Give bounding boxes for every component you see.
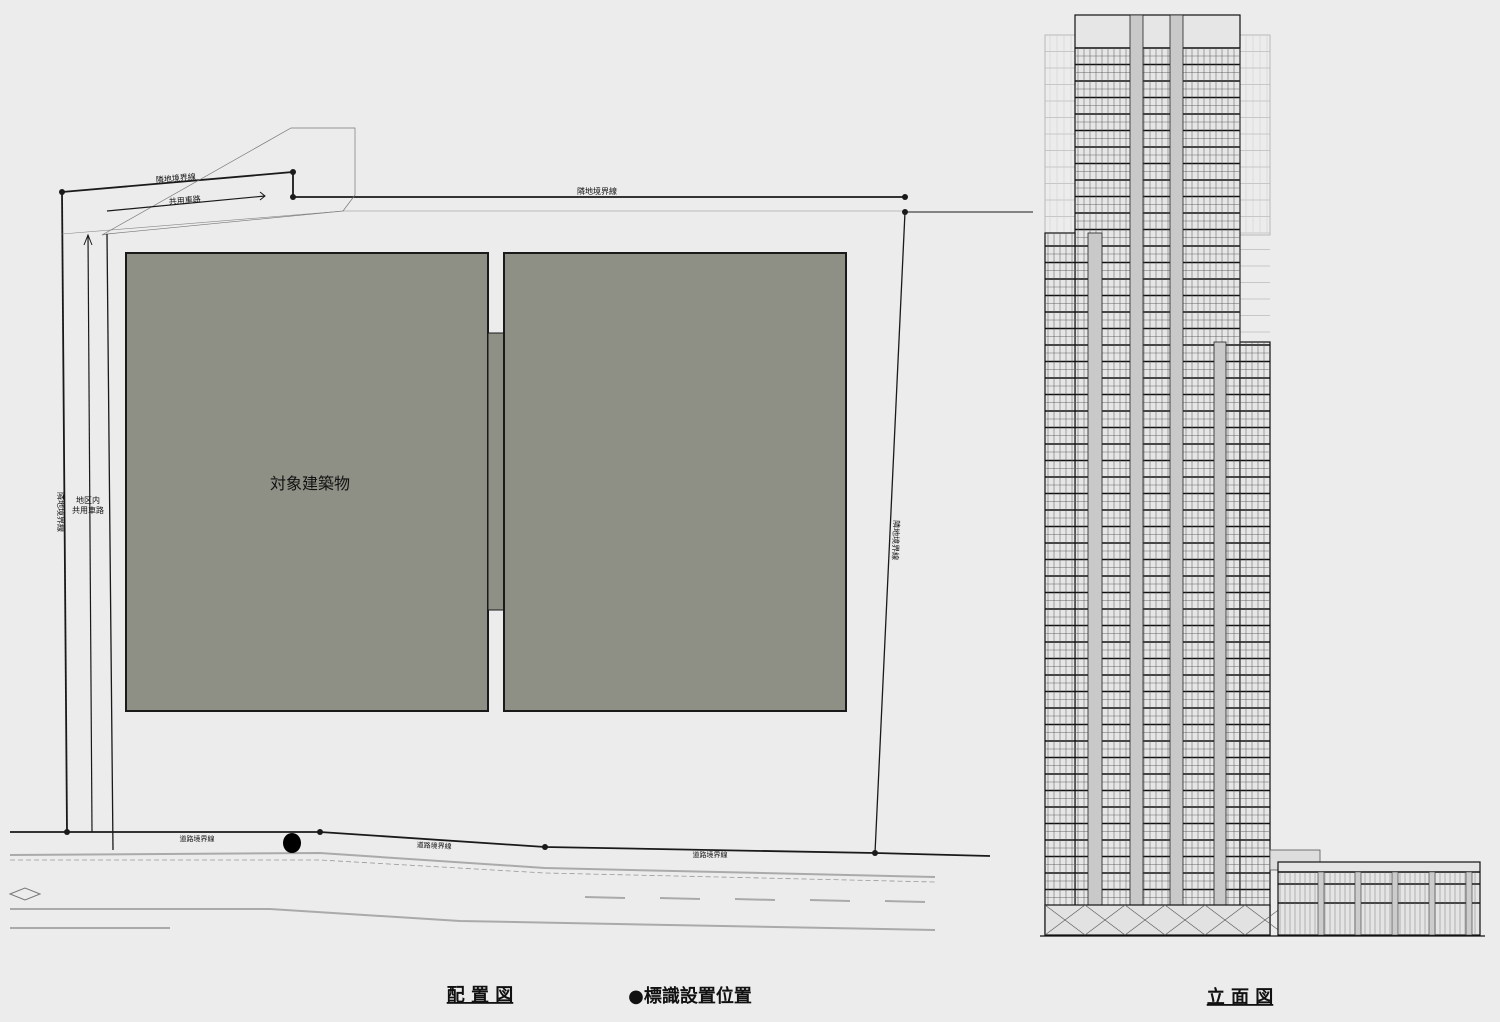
elevation-title: 立 面 図 [1207, 986, 1274, 1008]
sign-location-marker [283, 833, 301, 853]
base-brace [1044, 904, 1086, 936]
road-boundary-label-3: 道路境界線 [693, 850, 728, 859]
base-brace [1164, 904, 1206, 936]
tower-core [1074, 14, 1241, 936]
road-boundary-label-1: 道路境界線 [180, 834, 215, 843]
podium-column [1317, 871, 1325, 936]
legend-sign-location: ●標識設置位置 [628, 985, 752, 1007]
building-connector [487, 332, 505, 611]
site-plan-title: 配 置 図 [447, 985, 514, 1006]
podium-column [1391, 871, 1399, 936]
base-brace [1084, 904, 1126, 936]
column-strip [1129, 14, 1144, 906]
building-label: 対象建築物 [270, 474, 350, 493]
elevation-drawing [1040, 14, 1485, 937]
podium [1277, 861, 1481, 936]
shared-road-label-top: 共用車路 [168, 194, 201, 207]
road-boundary-line [10, 831, 991, 857]
building-right [503, 252, 847, 712]
column-strip [1213, 341, 1227, 906]
boundary-label-left: 隣地境界線 [56, 492, 66, 532]
building-left [125, 252, 489, 712]
base-brace [1204, 904, 1246, 936]
tower-right-wing [1239, 341, 1271, 936]
site-plan [8, 127, 1033, 931]
podium-column [1428, 871, 1436, 936]
shared-road-label-left-1: 地区内 [76, 495, 100, 505]
tower-base [1044, 904, 1271, 936]
neighbor-boundary-line [61, 171, 905, 198]
neighbor-boundary-right-line [874, 211, 906, 854]
boundary-label-top-right: 隣地境界線 [577, 186, 617, 196]
road-boundary-label-2: 道路境界線 [416, 840, 451, 851]
shared-road-arrow [87, 234, 93, 833]
neighbor-boundary-left-line [61, 191, 68, 833]
boundary-label-top-left: 隣地境界線 [155, 171, 196, 184]
podium-column [1465, 871, 1473, 936]
boundary-label-right: 隣地境界線 [890, 520, 901, 560]
base-brace [1124, 904, 1166, 936]
shared-road-label-left-2: 共用車路 [72, 505, 104, 515]
podium-column [1354, 871, 1362, 936]
column-strip [1169, 14, 1184, 906]
column-strip [1087, 232, 1103, 906]
site-labels: 対象建築物 隣地境界線 共用車路 隣地境界線 隣地境界線 地区内 共用車路 隣地… [56, 171, 1273, 1008]
